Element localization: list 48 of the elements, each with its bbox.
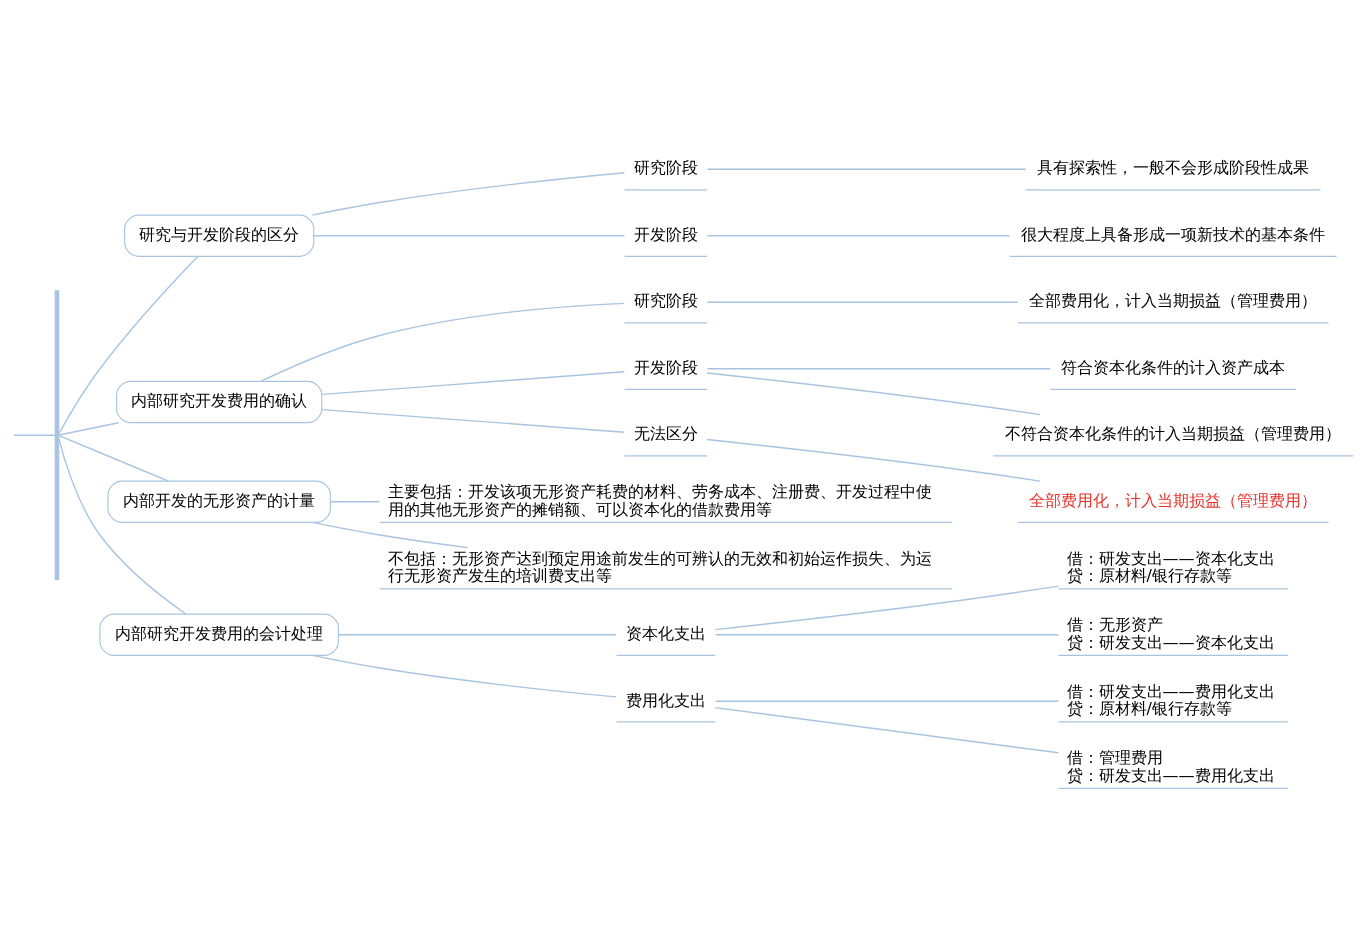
- connector: [58, 436, 187, 615]
- node-text: 不符合资本化条件的计入当期损益（管理费用）: [1005, 423, 1342, 443]
- node-box: 内部研究开发费用的会计处理: [99, 613, 339, 656]
- node-text: 资本化支出: [625, 623, 706, 643]
- connector: [311, 654, 617, 698]
- connector: [321, 370, 626, 395]
- connector: [337, 633, 617, 635]
- connector: [58, 434, 169, 482]
- connector: [714, 633, 1060, 635]
- node-text: 全部费用化，计入当期损益（管理费用）: [1029, 490, 1318, 510]
- connector: [260, 302, 626, 382]
- connector: [706, 301, 1019, 303]
- node-box: 内部研究开发费用的确认: [116, 380, 323, 423]
- node-text: 开发阶段: [633, 224, 698, 244]
- node-text: 研究阶段: [633, 157, 698, 177]
- node-text: 全部费用化，计入当期损益（管理费用）: [1029, 290, 1318, 310]
- node-box: 研究与开发阶段的区分: [124, 214, 315, 257]
- connector: [58, 421, 120, 436]
- node-text: 研究阶段: [633, 290, 698, 310]
- node-text: 借：无形资产 贷：研发支出——资本化支出: [1066, 614, 1275, 652]
- connector: [706, 234, 1011, 236]
- connector: [706, 367, 1051, 369]
- node-box: 内部开发的无形资产的计量: [107, 480, 331, 523]
- node-text: 无法区分: [633, 423, 698, 443]
- node-text: 不包括：无形资产达到预定用途前发生的可辨认的无效和初始运作损失、为运行无形资产发生的培训费支出等: [387, 548, 932, 585]
- connector: [311, 521, 469, 548]
- connector: [58, 255, 199, 434]
- node-text: 开发阶段: [633, 357, 698, 377]
- connector: [706, 371, 1041, 415]
- node-text: 借：研发支出——费用化支出 贷：原材料/银行存款等: [1066, 681, 1275, 718]
- node-text: 符合资本化条件的计入资产成本: [1061, 357, 1286, 377]
- connector: [321, 408, 626, 433]
- connector: [13, 434, 56, 436]
- node-text: 主要包括：开发该项无形资产耗费的材料、劳务成本、注册费、开发过程中使用的其他无形资产的摊销额、可以资本化的借款费用等: [387, 481, 932, 519]
- node-text: 很大程度上具备形成一项新技术的基本条件: [1021, 224, 1326, 244]
- connector: [714, 584, 1060, 630]
- node-text: 费用化支出: [625, 690, 706, 710]
- connector: [313, 234, 626, 236]
- connector: [714, 700, 1060, 702]
- connector: [714, 706, 1060, 753]
- node-text: 具有探索性，一般不会形成阶段性成果: [1037, 157, 1310, 177]
- node-bar: [54, 289, 60, 580]
- connector: [311, 171, 626, 216]
- node-text: 借：研发支出——资本化支出 贷：原材料/银行存款等: [1066, 548, 1275, 585]
- connector: [330, 500, 381, 502]
- connector: [706, 438, 1041, 482]
- node-text: 借：管理费用 贷：研发支出——费用化支出: [1066, 747, 1275, 785]
- connector: [706, 168, 1027, 170]
